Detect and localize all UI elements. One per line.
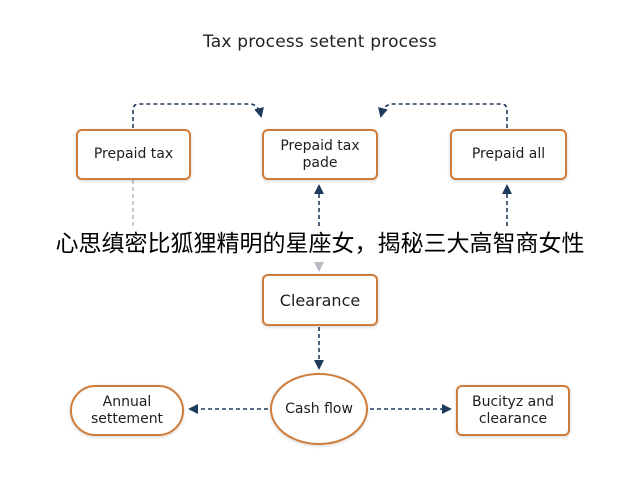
node-clearance: Clearance: [262, 274, 378, 326]
node-bucity-clearance-label: Bucityz and clearance: [472, 393, 554, 427]
node-prepaid-tax-label: Prepaid tax: [93, 146, 174, 162]
node-annual-settement: Annual settement: [70, 385, 184, 436]
node-cash-flow: Cash flow: [270, 373, 368, 445]
arrow-prepaid-tax-to-prepaid-tax-pade: [132, 103, 264, 128]
node-bucity-clearance: Bucityz and clearance: [456, 385, 570, 436]
node-clearance-label: Clearance: [279, 290, 361, 310]
diagram-title: Tax process setent process: [203, 32, 437, 52]
node-prepaid-tax-pade-label: Prepaid tax pade: [280, 137, 360, 171]
overlay-banner-text: 心思缜密比狐狸精明的星座女，揭秘三大高智商女性: [55, 231, 585, 257]
node-cash-flow-label: Cash flow: [285, 400, 353, 417]
arrow-prepaid-all-to-prepaid-tax-pade: [378, 103, 508, 128]
node-annual-settement-label: Annual settement: [90, 393, 164, 427]
node-prepaid-all-label: Prepaid all: [471, 146, 546, 162]
node-prepaid-all: Prepaid all: [450, 129, 567, 180]
node-prepaid-tax: Prepaid tax: [76, 129, 191, 180]
node-prepaid-tax-pade: Prepaid tax pade: [262, 129, 378, 180]
